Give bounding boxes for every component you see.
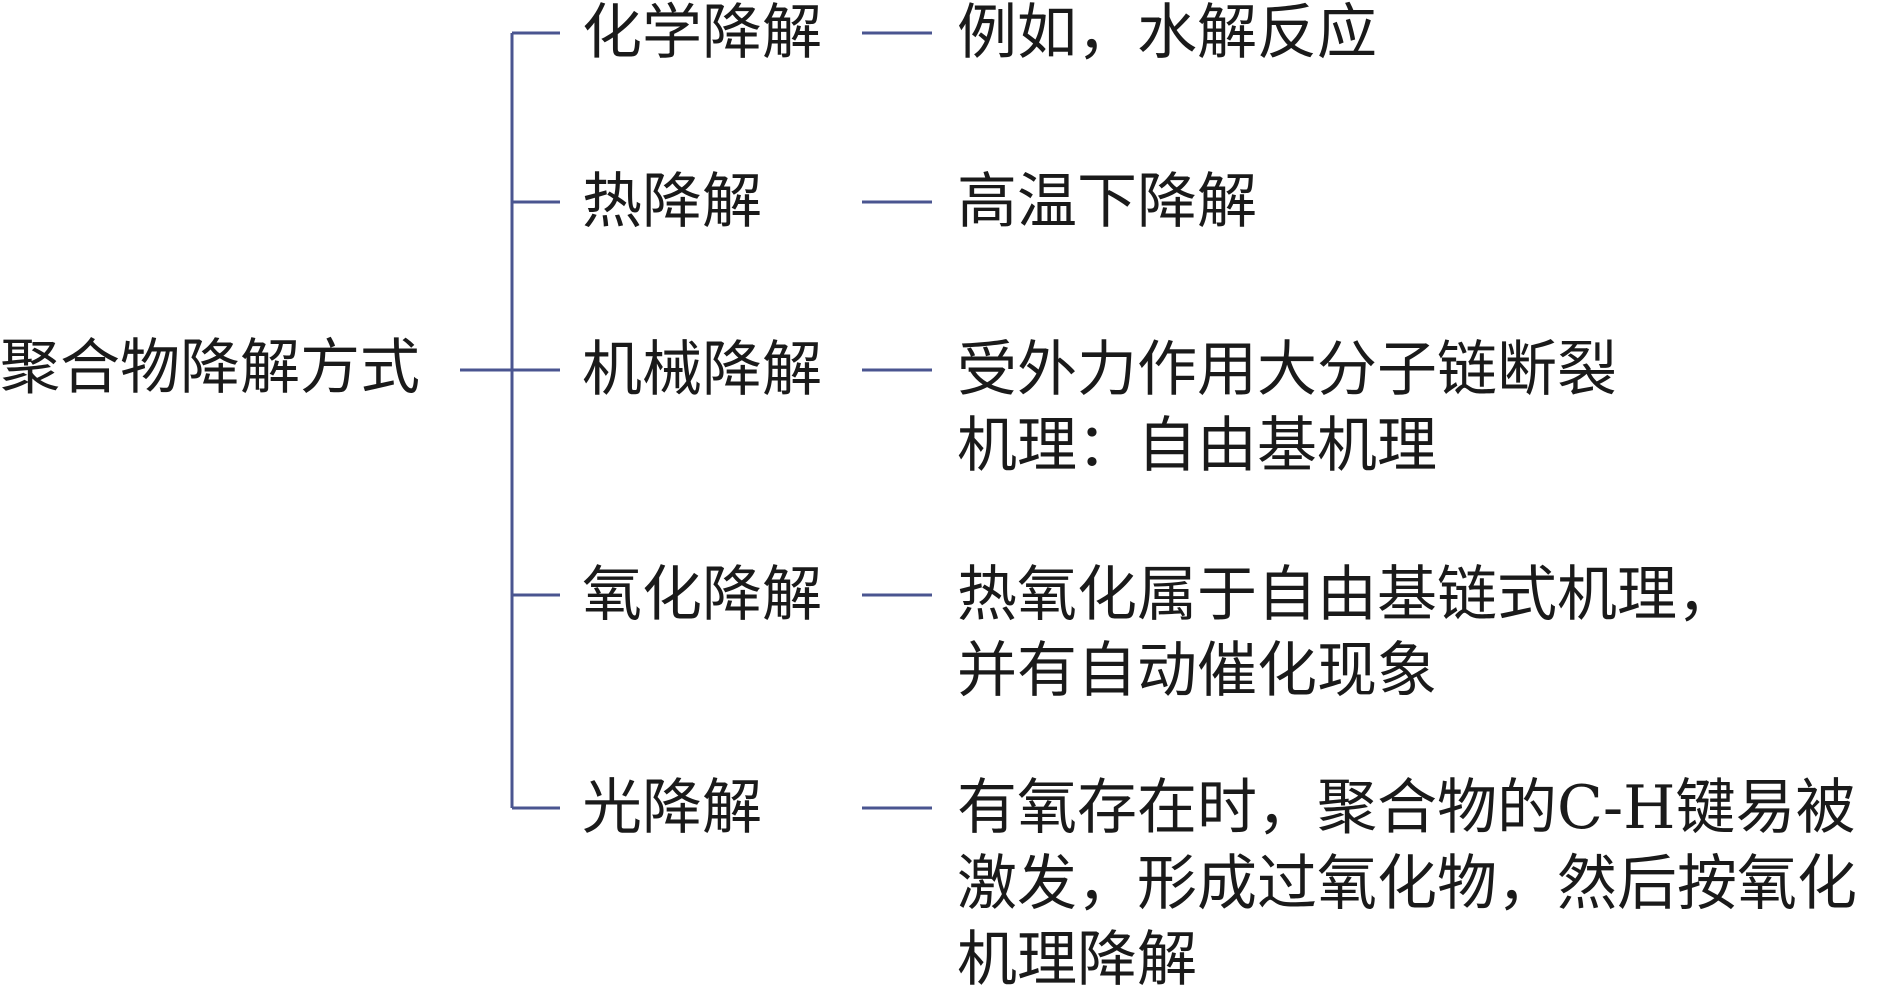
desc-oxidative: 热氧化属于自由基链式机理， 并有自动催化现象 [957, 557, 1737, 709]
desc-line: 并有自动催化现象 [957, 636, 1437, 706]
desc-mechanical: 受外力作用大分子链断裂 机理：自由基机理 [957, 332, 1617, 484]
branch-label-photo: 光降解 [582, 773, 762, 843]
desc-thermal: 高温下降解 [957, 164, 1257, 240]
desc-line: 激发，形成过氧化物，然后按氧化 [957, 849, 1857, 919]
desc-chemical: 例如，水解反应 [957, 0, 1377, 71]
branch-label-thermal: 热降解 [582, 167, 762, 237]
desc-line: 机理：自由基机理 [957, 411, 1437, 481]
desc-line: 有氧存在时，聚合物的C-H键易被 [957, 773, 1856, 843]
branch-label-oxidative: 氧化降解 [582, 560, 822, 630]
desc-line: 高温下降解 [957, 167, 1257, 237]
branch-label-chemical: 化学降解 [582, 0, 822, 68]
desc-line: 热氧化属于自由基链式机理， [957, 560, 1737, 630]
root-label: 聚合物降解方式 [0, 333, 420, 403]
desc-line: 受外力作用大分子链断裂 [957, 335, 1617, 405]
branch-label-mechanical: 机械降解 [582, 335, 822, 405]
desc-line: 机理降解 [957, 925, 1197, 995]
desc-photo: 有氧存在时，聚合物的C-H键易被 激发，形成过氧化物，然后按氧化 机理降解 [957, 770, 1857, 998]
desc-line: 例如，水解反应 [957, 0, 1377, 68]
